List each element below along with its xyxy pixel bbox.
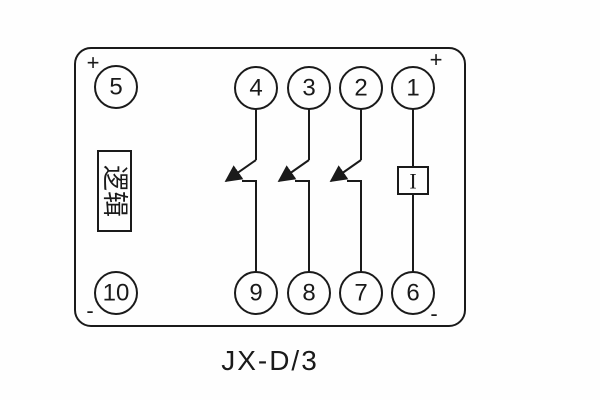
logic-block: 逻辑 <box>97 150 132 232</box>
terminal-4: 4 <box>234 66 278 110</box>
polarity-minus-bottom-left: - <box>86 298 93 323</box>
terminal-9-label: 9 <box>249 280 262 307</box>
polarity-minus-bottom-right: - <box>430 301 437 326</box>
terminal-6-label: 6 <box>406 280 419 307</box>
terminal-6: 6 <box>391 271 435 315</box>
contact-3-8-bottom-lead <box>295 180 310 272</box>
contact-4-9-blade-arrow-icon <box>224 159 257 182</box>
terminal-5: 5 <box>94 65 138 109</box>
terminal-9: 9 <box>234 271 278 315</box>
terminal-3-label: 3 <box>302 75 315 102</box>
contact-3-8-blade-arrow-icon <box>277 159 310 182</box>
terminal-8: 8 <box>287 271 331 315</box>
terminal-10-circle <box>94 271 138 315</box>
terminal-4-label: 4 <box>249 75 262 102</box>
terminal-10-label: 10 <box>103 280 130 307</box>
logic-block-box <box>97 150 132 232</box>
logic-block-label: 逻辑 <box>99 165 129 217</box>
current-element: I <box>397 109 429 272</box>
terminal-5-circle <box>94 65 138 109</box>
terminal-8-label: 8 <box>302 280 315 307</box>
polarity-plus-top-right: + <box>430 47 443 72</box>
diagram-title: JX-D/3 <box>221 345 319 376</box>
terminal-7: 7 <box>339 271 383 315</box>
contact-2-7 <box>329 109 362 272</box>
terminal-5-label: 5 <box>109 74 122 101</box>
terminal-1: 1 <box>391 66 435 110</box>
polarity-plus-top-left: + <box>87 50 100 75</box>
contact-2-7-bottom-lead <box>347 180 362 272</box>
contact-4-9-bottom-lead <box>242 180 257 272</box>
terminal-2-label: 2 <box>354 75 367 102</box>
contact-4-9 <box>224 109 257 272</box>
terminal-2: 2 <box>339 66 383 110</box>
relay-outline-box <box>74 47 466 327</box>
terminal-10: 10 <box>94 271 138 315</box>
terminal-7-label: 7 <box>354 280 367 307</box>
contact-3-8 <box>277 109 310 272</box>
terminal-3: 3 <box>287 66 331 110</box>
current-element-label: I <box>409 169 416 194</box>
contact-2-7-blade-arrow-icon <box>329 159 362 182</box>
terminal-1-label: 1 <box>406 75 419 102</box>
